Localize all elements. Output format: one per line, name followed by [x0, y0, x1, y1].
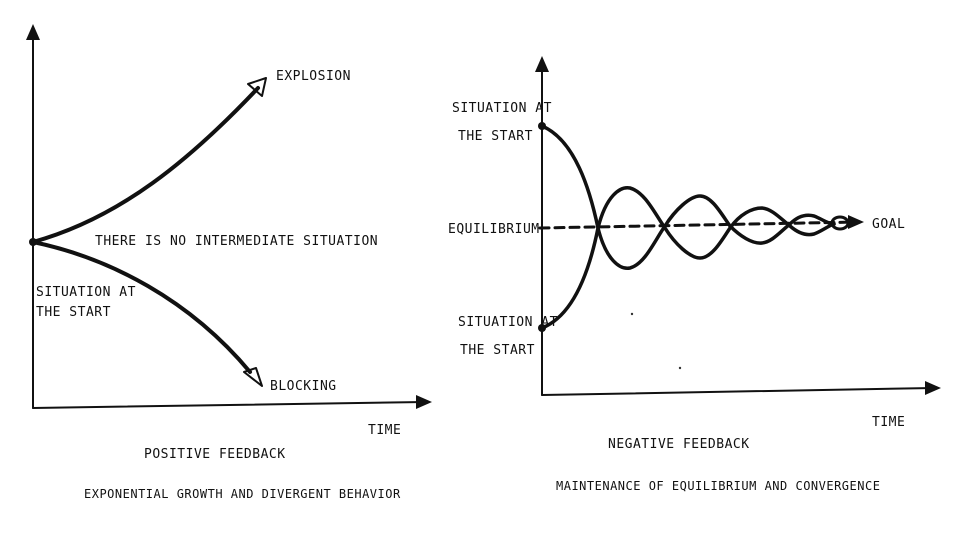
positive-subtitle: EXPONENTIAL GROWTH AND DIVERGENT BEHAVIO…	[84, 487, 401, 501]
equilibrium-dashed-line	[538, 220, 860, 230]
scan-speck	[630, 312, 634, 316]
equilibrium-label: EQUILIBRIUM	[448, 222, 540, 237]
positive-title: POSITIVE FEEDBACK	[144, 447, 286, 462]
oscillation-curve-top	[540, 124, 836, 270]
negative-start-top-line2: THE START	[458, 129, 533, 144]
positive-time-label: TIME	[368, 423, 401, 438]
blocking-arrowhead	[243, 367, 263, 387]
explosion-label: EXPLOSION	[276, 69, 351, 84]
explosion-arrowhead	[247, 77, 267, 97]
positive-y-arrowhead	[26, 24, 40, 40]
positive-start-label-line2: THE START	[36, 305, 111, 320]
blocking-curve	[31, 240, 252, 374]
negative-x-arrowhead	[925, 381, 941, 395]
no-intermediate-label: THERE IS NO INTERMEDIATE SITUATION	[95, 234, 378, 249]
blocking-label: BLOCKING	[270, 379, 337, 394]
positive-x-arrowhead	[416, 395, 432, 409]
positive-x-axis	[32, 401, 426, 409]
negative-start-top-line1: SITUATION AT	[452, 101, 552, 116]
positive-start-label-line1: SITUATION AT	[36, 285, 136, 300]
negative-subtitle: MAINTENANCE OF EQUILIBRIUM AND CONVERGEN…	[556, 479, 880, 493]
negative-start-bottom-line2: THE START	[460, 343, 535, 358]
oscillation-curve-bottom	[540, 186, 836, 330]
negative-y-arrowhead	[535, 56, 549, 72]
scan-speck	[678, 366, 682, 370]
negative-feedback-panel: SITUATION AT THE START EQUILIBRIUM GOAL …	[448, 56, 941, 493]
convergence-loop	[830, 215, 850, 231]
goal-arrowhead	[848, 215, 864, 229]
negative-start-bottom-line1: SITUATION AT	[458, 315, 558, 330]
negative-time-label: TIME	[872, 415, 905, 430]
negative-title: NEGATIVE FEEDBACK	[608, 437, 750, 452]
goal-label: GOAL	[872, 217, 905, 232]
explosion-curve	[31, 86, 260, 244]
positive-feedback-panel: EXPLOSION THERE IS NO INTERMEDIATE SITUA…	[26, 24, 432, 501]
negative-x-axis	[541, 387, 935, 396]
